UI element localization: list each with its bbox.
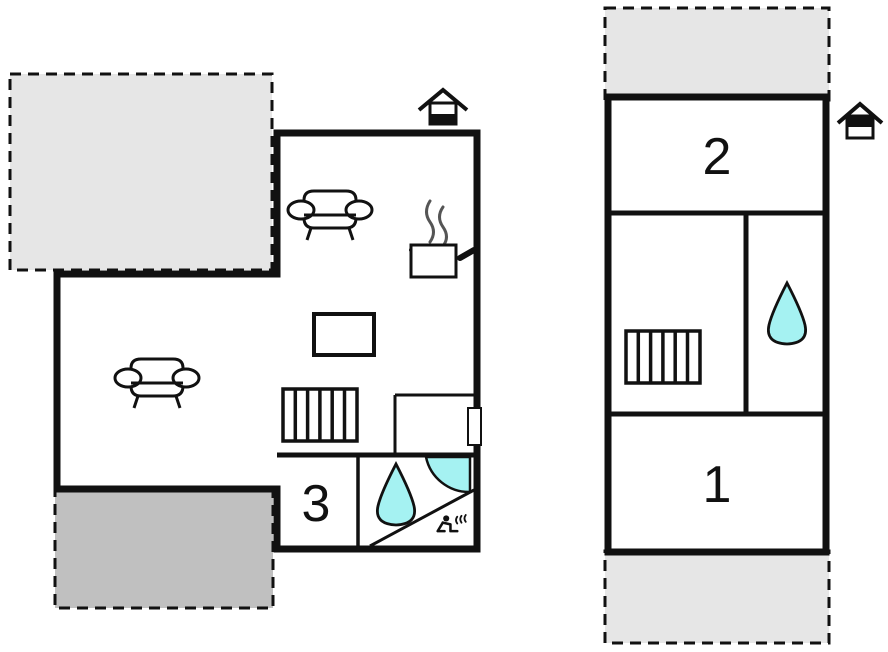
table-icon — [312, 312, 376, 357]
radiator-icon — [281, 387, 359, 443]
sauna-heat-3 — [463, 514, 467, 523]
left-terrace-north — [8, 72, 274, 272]
room-label-1: 1 — [703, 456, 732, 514]
right-terrace-south-area — [603, 549, 831, 645]
left-terrace-south — [53, 487, 275, 610]
radiator-icon — [624, 329, 702, 385]
sofa-leg-left-west — [132, 395, 140, 409]
pot-handle-right — [457, 247, 477, 261]
right-terrace-north — [603, 6, 831, 102]
sauna-person-body — [441, 521, 459, 533]
window-left-glass — [467, 407, 482, 446]
window-icon — [467, 407, 482, 446]
room-label-3: 3 — [302, 475, 331, 533]
sofa-leg-left-north — [305, 227, 313, 241]
right-building-internal-walls — [608, 210, 826, 417]
sauna-diagonal-divider — [369, 488, 475, 548]
sauna-icon — [369, 488, 475, 548]
sofa-icon — [113, 357, 201, 409]
left-building-wall-path — [53, 129, 481, 553]
entrance-house-icon — [417, 87, 469, 126]
entrance-right-fill — [848, 117, 872, 127]
sofa-leg-right-west — [174, 395, 182, 409]
water-drop-icon — [376, 460, 416, 527]
entrance-left-roof — [417, 87, 469, 112]
right-terrace-south — [603, 549, 831, 645]
left-building-outer-wall — [53, 129, 481, 553]
room-label-2: 2 — [703, 128, 732, 186]
water-drop-right-shape — [767, 279, 807, 346]
sofa-leg-right-north — [347, 227, 355, 241]
right-terrace-north-area — [603, 6, 831, 102]
cooking-pot-icon — [409, 199, 477, 279]
shower-quarter-circle — [424, 455, 472, 494]
sofa-icon — [286, 189, 374, 241]
pot-steam-left — [425, 199, 435, 244]
left-building-internal-walls — [277, 393, 477, 549]
pot-body — [409, 243, 458, 279]
entrance-right-roof — [836, 101, 884, 125]
left-building-east-floor — [277, 133, 477, 549]
entrance-house-icon — [836, 101, 884, 140]
left-terrace-south-area — [53, 487, 275, 610]
shower-icon — [424, 455, 472, 494]
table-left-top — [312, 312, 376, 357]
left-terrace-north-area — [8, 72, 274, 272]
pot-steam-right — [438, 205, 448, 248]
sauna-heat-2 — [459, 514, 463, 524]
sauna-person-legs — [436, 521, 446, 533]
sauna-heat-1 — [455, 515, 459, 525]
entrance-left-fill — [431, 114, 455, 123]
water-drop-icon — [767, 279, 807, 346]
water-drop-left-shape — [376, 460, 416, 527]
sauna-person-head — [443, 515, 450, 522]
right-building-outer-wall — [604, 93, 830, 556]
